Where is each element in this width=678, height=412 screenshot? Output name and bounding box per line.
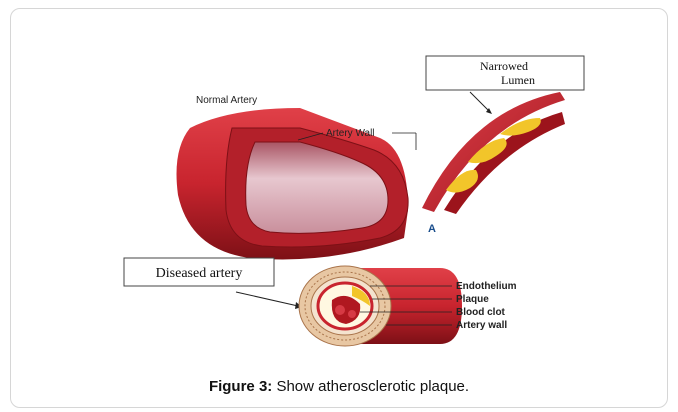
diseased-artery-illustration — [299, 266, 462, 346]
artery-wall-lower-label: Artery wall — [456, 320, 507, 331]
caption-prefix: Figure 3: — [209, 378, 272, 395]
caption-text: Show atherosclerotic plaque. — [272, 378, 469, 395]
blood-clot-label: Blood clot — [456, 307, 506, 318]
diseased-artery-label: Diseased artery — [156, 266, 243, 281]
artery-wall-label: Artery Wall — [326, 128, 375, 139]
diseased-artery-arrow — [236, 292, 298, 306]
plaque-label: Plaque — [456, 294, 489, 305]
endothelium-label: Endothelium — [456, 281, 517, 292]
normal-artery-label: Normal Artery — [196, 95, 257, 106]
narrowed-lumen-label-line2: Lumen — [501, 73, 535, 87]
panel-a-label: A — [428, 223, 436, 235]
narrowed-artery-illustration — [422, 92, 565, 214]
narrowed-lumen-arrow — [470, 92, 490, 112]
narrowed-lumen-label-line1: Narrowed — [480, 59, 528, 73]
figure-caption: Figure 3: Show atherosclerotic plaque. — [0, 378, 678, 395]
